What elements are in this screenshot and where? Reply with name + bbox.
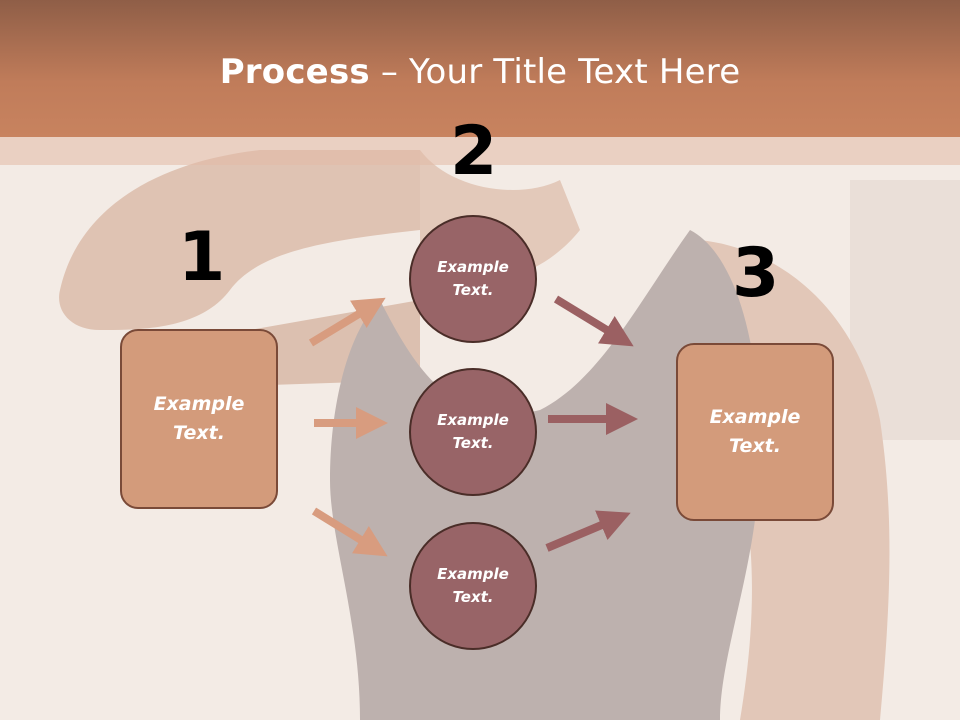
step-3-label-line1: Example	[709, 406, 801, 428]
step-1-box: Example Text.	[120, 329, 278, 509]
title-rest: – Your Title Text Here	[369, 52, 741, 92]
circle-bottom: Example Text.	[409, 522, 537, 650]
arrow-1-to-circle-bottom	[311, 507, 388, 557]
page-title: Process – Your Title Text Here	[0, 52, 960, 92]
step-3-label-line2: Text.	[729, 435, 781, 457]
title-bold: Process	[219, 52, 370, 92]
circle-bottom-label-line2: Text.	[452, 588, 494, 606]
step-number-2: 2	[450, 112, 498, 191]
circle-middle-label-line1: Example	[437, 411, 509, 429]
circle-top: Example Text.	[409, 215, 537, 343]
header-strip	[0, 137, 960, 165]
circle-top-label-line2: Text.	[452, 281, 494, 299]
arrow-circle-bottom-to-3	[545, 510, 631, 552]
step-3-box: Example Text.	[676, 343, 834, 521]
arrow-1-to-circle-top	[308, 297, 386, 347]
circle-bottom-label-line1: Example	[437, 565, 509, 583]
circle-middle-label-line2: Text.	[452, 434, 494, 452]
circle-top-label-line1: Example	[437, 258, 509, 276]
circle-middle: Example Text.	[409, 368, 537, 496]
step-number-3: 3	[732, 234, 780, 313]
header-band	[0, 0, 960, 137]
step-1-label-line2: Text.	[173, 422, 225, 444]
step-1-label-line1: Example	[153, 393, 245, 415]
step-number-1: 1	[178, 218, 226, 297]
arrow-circle-top-to-3	[553, 295, 634, 347]
